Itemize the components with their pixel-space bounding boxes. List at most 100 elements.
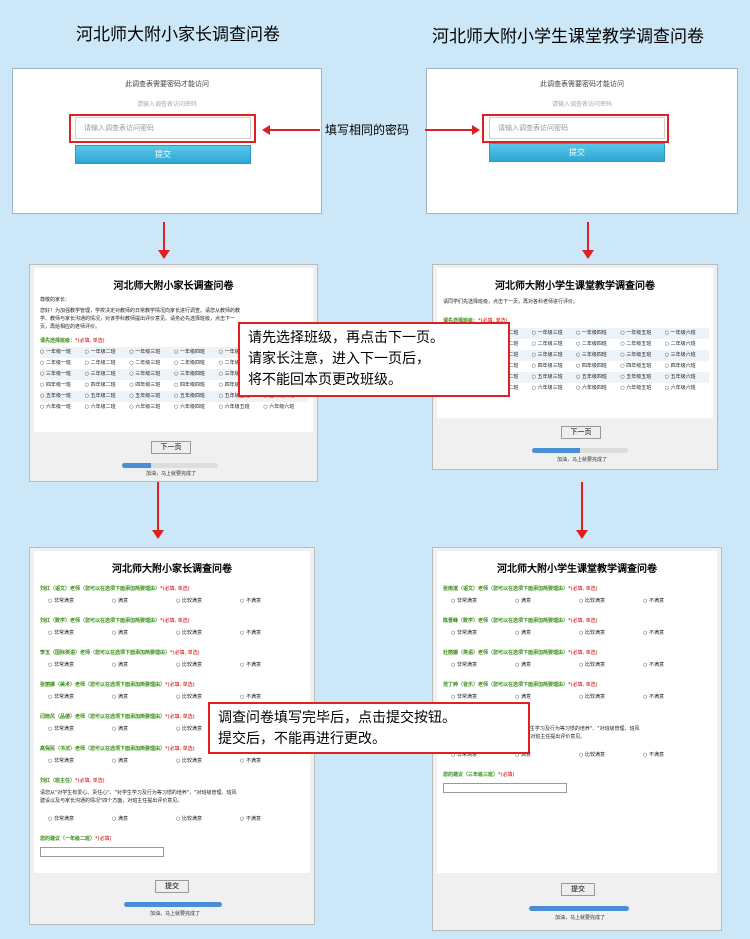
rating-radio-option[interactable]: ○ 非常满意: [451, 598, 477, 604]
submit-button[interactable]: 提交: [155, 880, 189, 893]
next-page-button[interactable]: 下一页: [151, 441, 191, 454]
rating-radio-option[interactable]: ○ 非常满意: [48, 694, 74, 700]
rating-radio-option[interactable]: ○ 比较满意: [579, 662, 605, 668]
rating-radio-option[interactable]: ○ 满意: [515, 630, 531, 636]
rating-radio-option[interactable]: ○ 不满意: [240, 630, 261, 636]
class-radio-option[interactable]: ○ 四年级五班: [620, 363, 652, 369]
class-radio-option[interactable]: ○ 二年级三班: [129, 360, 161, 366]
next-page-button[interactable]: 下一页: [561, 426, 601, 439]
rating-radio-option[interactable]: ○ 比较满意: [579, 694, 605, 700]
class-radio-option[interactable]: ○ 二年级一班: [40, 360, 71, 366]
class-radio-option[interactable]: ○ 六年级六班: [664, 385, 696, 391]
submit-button[interactable]: 提交: [561, 883, 595, 896]
class-radio-option[interactable]: ○ 二年级五班: [218, 360, 250, 366]
class-radio-option[interactable]: ○ 六年级一班: [40, 404, 71, 410]
rating-radio-option[interactable]: ○ 不满意: [643, 662, 664, 668]
class-radio-option[interactable]: ○ 四年级五班: [218, 382, 250, 388]
class-radio-option[interactable]: ○ 五年级一班: [40, 391, 85, 402]
rating-radio-option[interactable]: ○ 不满意: [643, 694, 664, 700]
class-radio-option[interactable]: ○ 二年级二班: [84, 360, 116, 366]
class-radio-option[interactable]: ○ 六年级四班: [575, 385, 607, 391]
rating-radio-option[interactable]: ○ 比较满意: [176, 598, 202, 604]
rating-radio-option[interactable]: ○ 非常满意: [48, 726, 74, 732]
class-radio-option[interactable]: ○ 五年级五班: [620, 372, 665, 383]
class-radio-option[interactable]: ○ 六年级三班: [531, 385, 563, 391]
rating-radio-option[interactable]: ○ 非常满意: [48, 816, 74, 822]
class-radio-option[interactable]: ○ 五年级四班: [575, 372, 621, 383]
class-radio-option[interactable]: ○ 六年级六班: [263, 404, 295, 410]
rating-radio-option[interactable]: ○ 非常满意: [48, 662, 74, 668]
rating-radio-option[interactable]: ○ 不满意: [240, 758, 261, 764]
class-radio-option[interactable]: ○ 二年级五班: [620, 341, 652, 347]
rating-radio-option[interactable]: ○ 满意: [515, 598, 531, 604]
class-radio-option[interactable]: ○ 五年级二班: [84, 391, 130, 402]
class-radio-option[interactable]: ○ 五年级三班: [531, 372, 576, 383]
class-radio-option[interactable]: ○ 六年级二班: [84, 404, 116, 410]
class-radio-option[interactable]: ○ 二年级六班: [664, 341, 696, 347]
rating-radio-option[interactable]: ○ 不满意: [240, 694, 261, 700]
password-input[interactable]: 请输入调查表访问密码: [489, 117, 665, 139]
class-radio-option[interactable]: ○ 三年级六班: [664, 350, 709, 361]
rating-radio-option[interactable]: ○ 满意: [515, 694, 531, 700]
rating-radio-option[interactable]: ○ 不满意: [643, 752, 664, 758]
class-radio-option[interactable]: ○ 二年级四班: [575, 341, 607, 347]
rating-radio-option[interactable]: ○ 满意: [112, 598, 128, 604]
class-radio-option[interactable]: ○ 六年级四班: [174, 404, 205, 410]
rating-radio-option[interactable]: ○ 比较满意: [176, 726, 202, 732]
class-radio-option[interactable]: ○ 一年级三班: [129, 347, 174, 358]
class-radio-option[interactable]: ○ 五年级六班: [664, 372, 709, 383]
rating-radio-option[interactable]: ○ 比较满意: [176, 694, 202, 700]
rating-radio-option[interactable]: ○ 不满意: [643, 630, 664, 636]
class-radio-option[interactable]: ○ 三年级三班: [531, 350, 576, 361]
rating-radio-option[interactable]: ○ 非常满意: [48, 758, 74, 764]
class-radio-option[interactable]: ○ 四年级一班: [40, 382, 71, 388]
rating-radio-option[interactable]: ○ 满意: [112, 726, 128, 732]
rating-radio-option[interactable]: ○ 满意: [112, 758, 128, 764]
class-radio-option[interactable]: ○ 三年级四班: [174, 369, 219, 380]
class-radio-option[interactable]: ○ 四年级三班: [129, 382, 161, 388]
rating-radio-option[interactable]: ○ 非常满意: [451, 662, 477, 668]
rating-radio-option[interactable]: ○ 比较满意: [579, 630, 605, 636]
class-radio-option[interactable]: ○ 二年级四班: [174, 360, 205, 366]
class-radio-option[interactable]: ○ 四年级四班: [575, 363, 607, 369]
rating-radio-option[interactable]: ○ 满意: [112, 630, 128, 636]
rating-radio-option[interactable]: ○ 不满意: [240, 598, 261, 604]
class-radio-option[interactable]: ○ 三年级二班: [84, 369, 130, 380]
rating-radio-option[interactable]: ○ 非常满意: [451, 752, 477, 758]
rating-radio-option[interactable]: ○ 不满意: [240, 662, 261, 668]
rating-radio-option[interactable]: ○ 不满意: [240, 816, 261, 822]
rating-radio-option[interactable]: ○ 满意: [112, 816, 128, 822]
rating-radio-option[interactable]: ○ 比较满意: [176, 630, 202, 636]
login-submit-button[interactable]: 提交: [75, 145, 251, 164]
class-radio-option[interactable]: ○ 三年级一班: [40, 369, 85, 380]
class-radio-option[interactable]: ○ 六年级五班: [620, 385, 652, 391]
rating-radio-option[interactable]: ○ 满意: [112, 694, 128, 700]
suggestion-input[interactable]: [40, 847, 164, 857]
login-submit-button[interactable]: 提交: [489, 143, 665, 162]
rating-radio-option[interactable]: ○ 比较满意: [176, 816, 202, 822]
suggestion-input[interactable]: [443, 783, 567, 793]
class-radio-option[interactable]: ○ 四年级四班: [174, 382, 205, 388]
class-radio-option[interactable]: ○ 六年级五班: [218, 404, 250, 410]
class-radio-option[interactable]: ○ 三年级四班: [575, 350, 621, 361]
password-input[interactable]: 请输入调查表访问密码: [75, 117, 251, 139]
class-radio-option[interactable]: ○ 五年级四班: [174, 391, 219, 402]
rating-radio-option[interactable]: ○ 比较满意: [579, 598, 605, 604]
rating-radio-option[interactable]: ○ 非常满意: [451, 630, 477, 636]
class-radio-option[interactable]: ○ 一年级五班: [620, 328, 665, 339]
class-radio-option[interactable]: ○ 一年级六班: [664, 328, 709, 339]
rating-radio-option[interactable]: ○ 比较满意: [176, 662, 202, 668]
rating-radio-option[interactable]: ○ 不满意: [643, 598, 664, 604]
rating-radio-option[interactable]: ○ 非常满意: [48, 630, 74, 636]
class-radio-option[interactable]: ○ 四年级二班: [84, 382, 116, 388]
class-radio-option[interactable]: ○ 四年级六班: [664, 363, 696, 369]
rating-radio-option[interactable]: ○ 满意: [112, 662, 128, 668]
rating-radio-option[interactable]: ○ 非常满意: [451, 694, 477, 700]
rating-radio-option[interactable]: ○ 满意: [515, 752, 531, 758]
rating-radio-option[interactable]: ○ 比较满意: [176, 758, 202, 764]
class-radio-option[interactable]: ○ 三年级五班: [620, 350, 665, 361]
class-radio-option[interactable]: ○ 四年级三班: [531, 363, 563, 369]
class-radio-option[interactable]: ○ 五年级三班: [129, 391, 174, 402]
class-radio-option[interactable]: ○ 三年级三班: [129, 369, 174, 380]
rating-radio-option[interactable]: ○ 满意: [515, 662, 531, 668]
